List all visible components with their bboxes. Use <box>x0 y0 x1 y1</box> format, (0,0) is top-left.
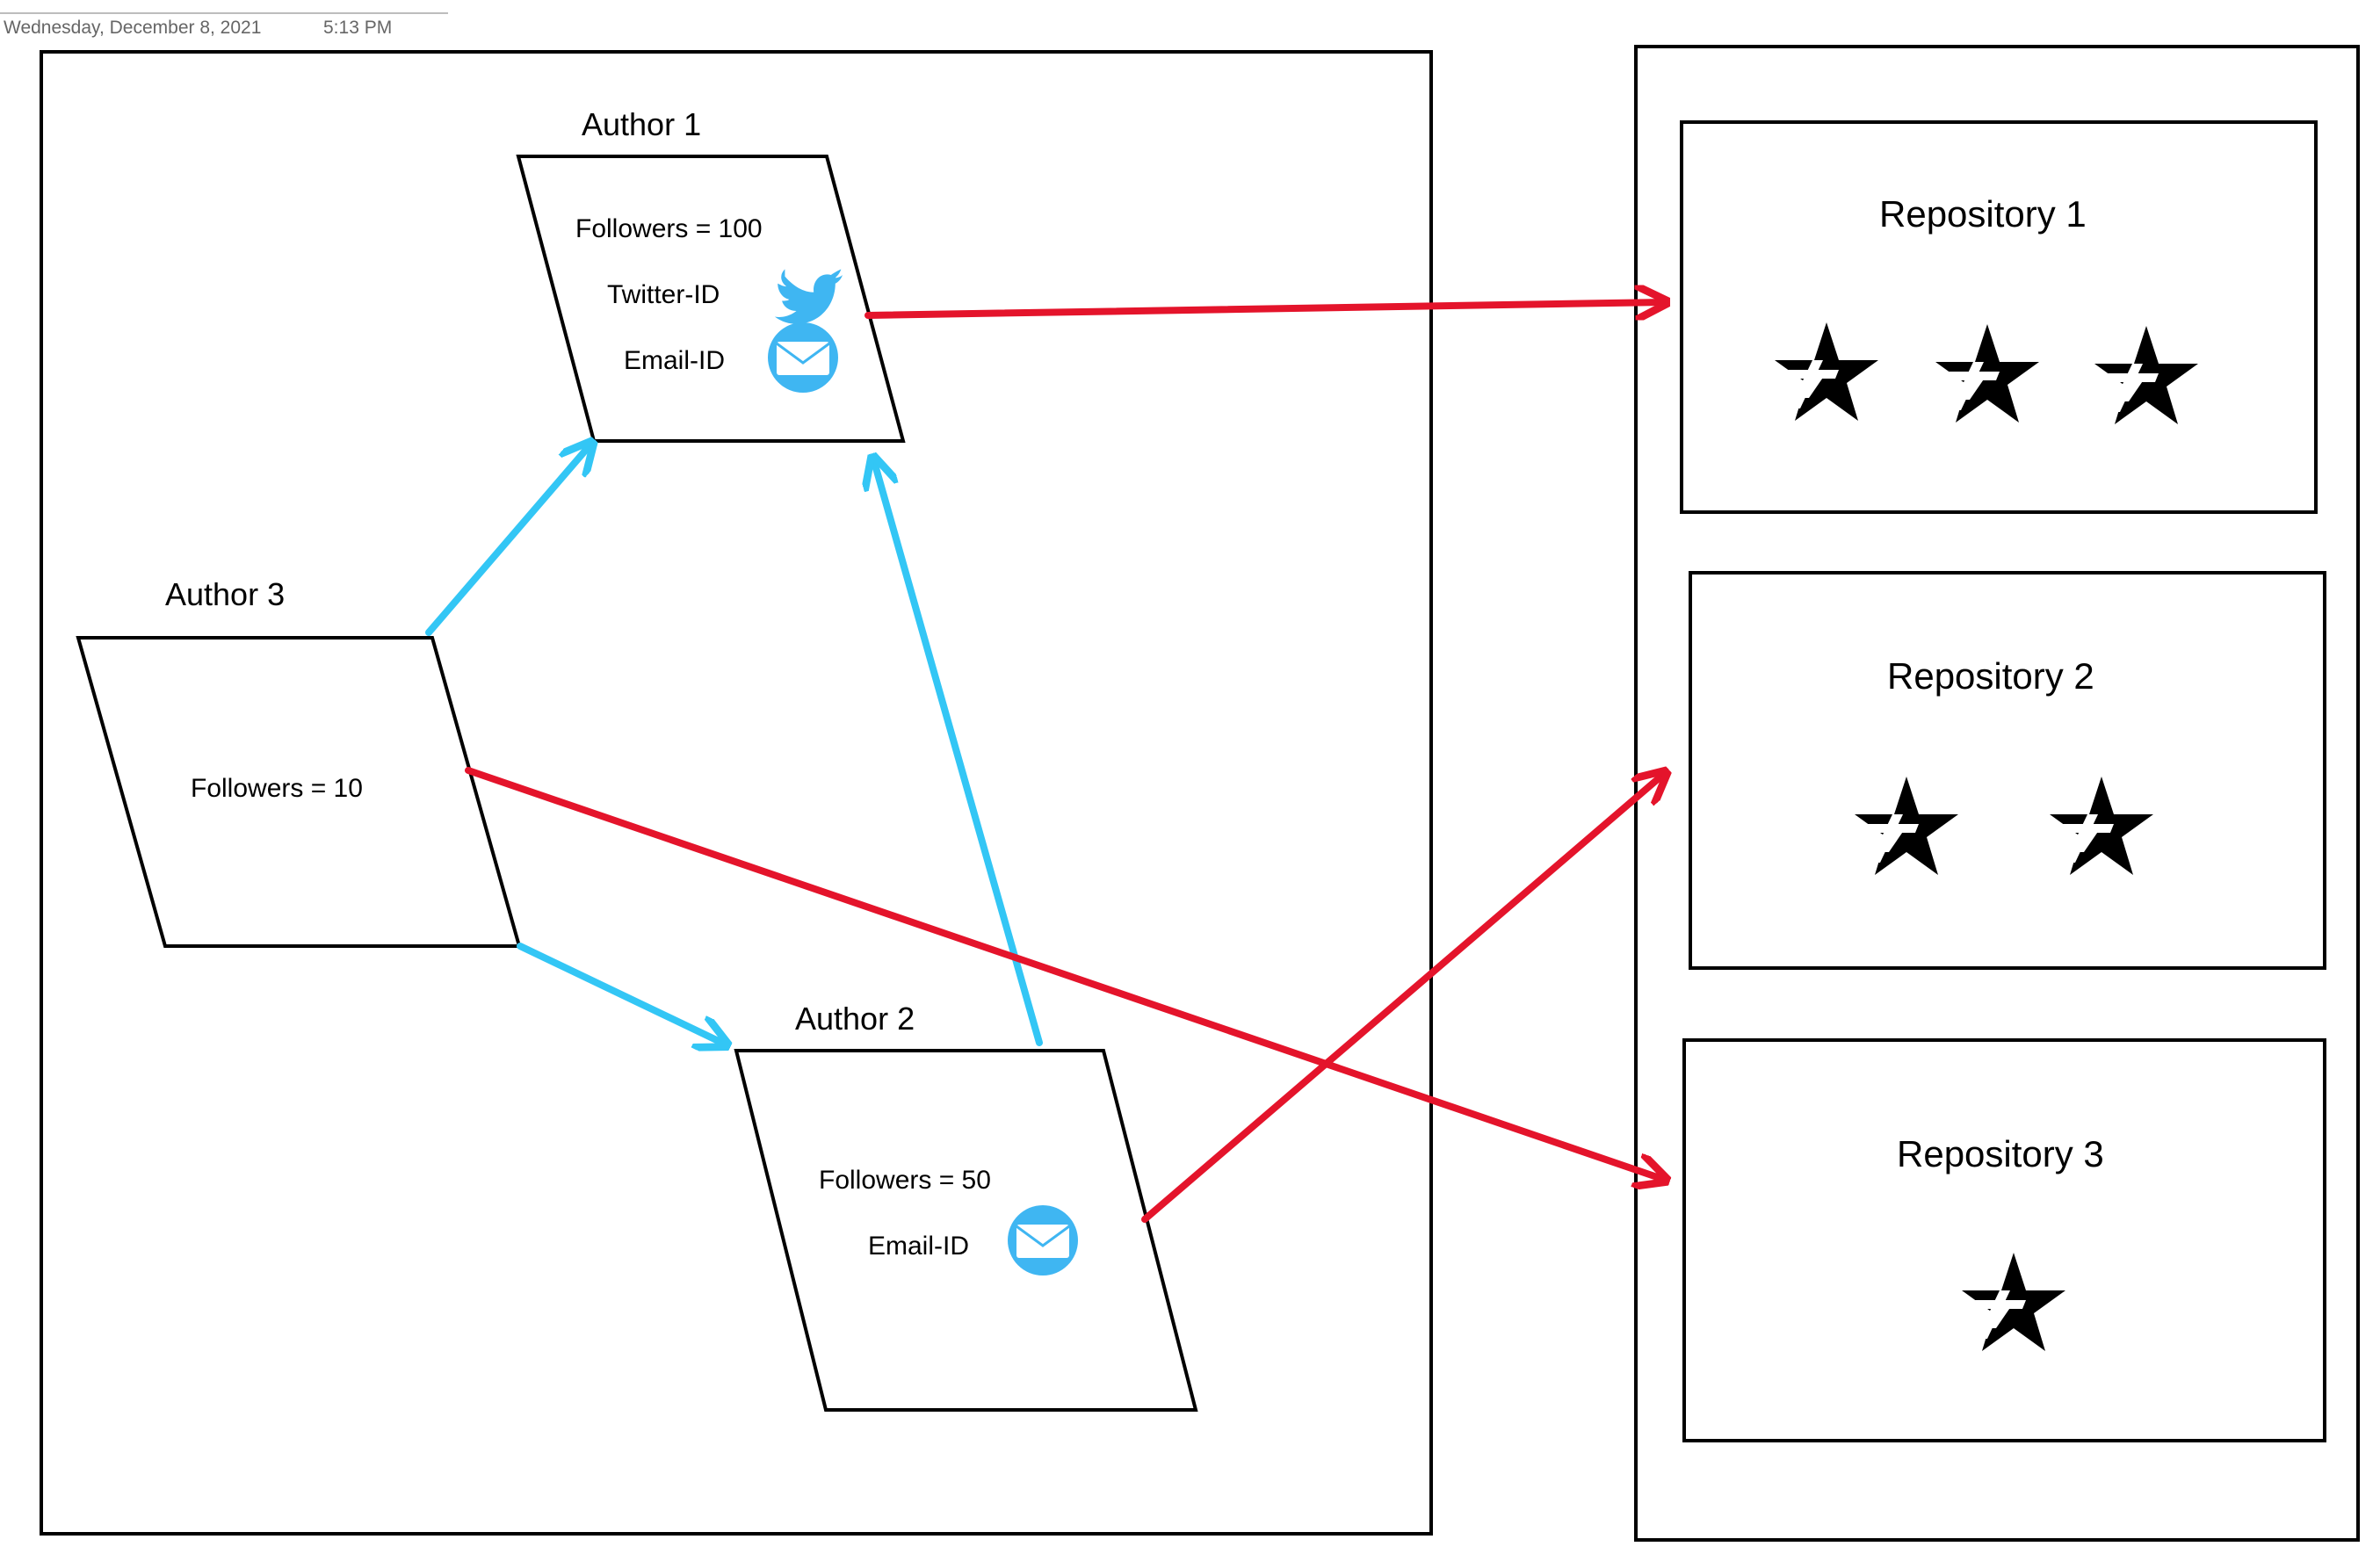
author-1-twitter-label: Twitter-ID <box>607 280 720 309</box>
twitter-bird-icon <box>774 269 843 324</box>
author-2-email-label: Email-ID <box>868 1232 970 1261</box>
email-envelope-icon <box>768 322 838 393</box>
email-envelope-icon <box>1008 1205 1078 1276</box>
edge-author3-to-repository3[interactable] <box>465 767 1665 1180</box>
repository-1-box[interactable] <box>1680 120 2318 514</box>
author-1-followers: Followers = 100 <box>575 214 763 243</box>
author-2-followers: Followers = 50 <box>819 1166 991 1195</box>
repository-2-title: Repository 2 <box>1887 655 2094 697</box>
edge-author3-to-author1[interactable] <box>425 444 591 636</box>
edge-author2-to-author1[interactable] <box>873 459 1043 1046</box>
edge-author3-to-author2[interactable] <box>517 943 726 1044</box>
author-3-title: Author 3 <box>165 576 286 612</box>
edge-author2-to-repository2[interactable] <box>1141 773 1665 1223</box>
page-time: 5:13 PM <box>323 18 393 38</box>
author-1-title: Author 1 <box>582 106 702 142</box>
author-3-followers: Followers = 10 <box>191 774 363 803</box>
author-1-email-label: Email-ID <box>624 346 726 375</box>
edge-author1-to-repository1[interactable] <box>864 302 1665 315</box>
author-2-title: Author 2 <box>795 1001 915 1037</box>
author-2-shape[interactable] <box>734 1049 1198 1412</box>
repository-3-title: Repository 3 <box>1897 1133 2104 1174</box>
authors-frame <box>40 50 1433 1536</box>
repository-1-title: Repository 1 <box>1879 193 2087 235</box>
page-date: Wednesday, December 8, 2021 <box>4 18 262 38</box>
repository-3-box[interactable] <box>1682 1038 2326 1442</box>
header-rule <box>0 12 448 14</box>
repository-2-box[interactable] <box>1689 571 2326 970</box>
